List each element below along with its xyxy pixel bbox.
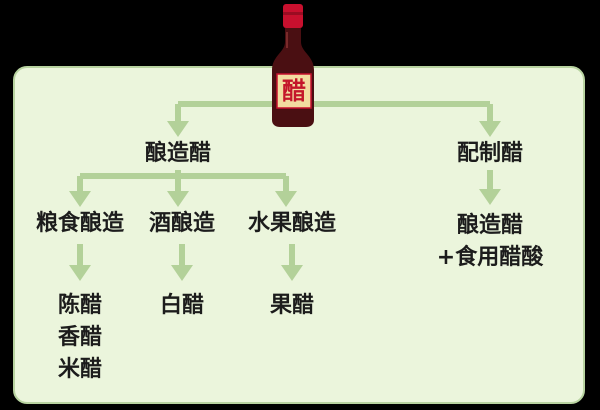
blended-result-line1: 酿造醋 (456, 213, 523, 238)
vinegar-bottle: 醋 (272, 4, 316, 132)
result-aged-vinegar: 陈醋 (57, 293, 103, 318)
result-fruit-vinegar: 果醋 (269, 293, 315, 318)
result-white-vinegar: 白醋 (159, 293, 205, 318)
grain-brewing-label: 粮食酿造 (35, 211, 125, 236)
bottle-label-text: 醋 (282, 77, 306, 105)
arrowhead-grain (69, 191, 91, 207)
arrowhead-blended (479, 121, 501, 137)
arrowhead-wine (167, 191, 189, 207)
fruit-brewing-label: 水果酿造 (247, 211, 337, 236)
blended-vinegar-label: 配制醋 (456, 141, 524, 166)
grain-vinegar-results: 陈醋 香醋 米醋 (58, 290, 102, 386)
arrowhead-blended-result (479, 189, 501, 205)
arrowhead-wine-result (171, 265, 193, 281)
result-fragrant-vinegar: 香醋 (57, 325, 103, 350)
blended-result-line2: +食用醋酸 (436, 245, 544, 270)
wine-brewing-label: 酒酿造 (148, 211, 216, 236)
arrowhead-fruit-result (281, 265, 303, 281)
result-rice-vinegar: 米醋 (57, 357, 103, 382)
arrowhead-grain-result (69, 265, 91, 281)
arrowhead-brewed (167, 121, 189, 137)
vinegar-bottle-icon: 醋 (272, 4, 314, 127)
arrowhead-fruit (275, 191, 297, 207)
brewed-vinegar-label: 酿造醋 (144, 141, 212, 166)
blended-vinegar-result: 酿造醋 +食用醋酸 (437, 210, 543, 274)
